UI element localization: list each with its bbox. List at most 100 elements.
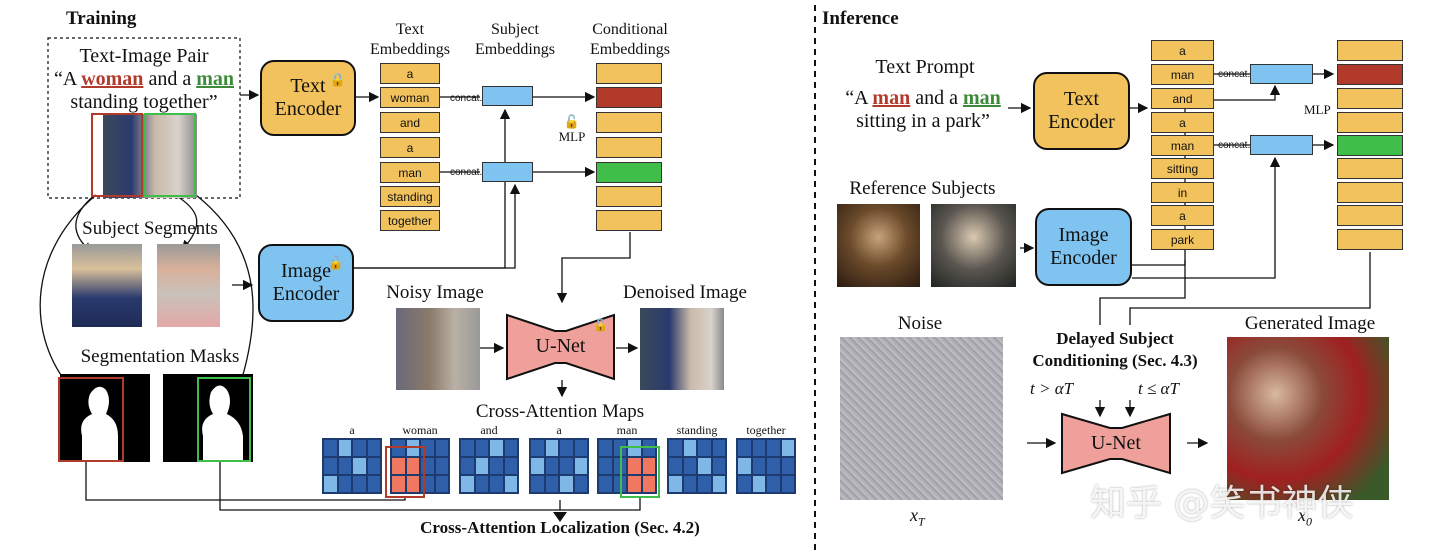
condition-left: t > αT	[1030, 379, 1074, 398]
token: man	[380, 162, 440, 183]
woman-attn-bbox	[385, 446, 425, 498]
noise-image	[840, 337, 1003, 500]
reference-subjects-label: Reference Subjects	[849, 178, 996, 199]
unlock-icon: 🔓	[327, 255, 344, 270]
prompt-line1: “A man and a man	[845, 87, 1001, 109]
token: together	[380, 210, 440, 231]
unet-block: U-Net 🔓	[505, 313, 616, 381]
training-photo	[103, 114, 197, 198]
conditional-embedding-man1	[1337, 64, 1403, 85]
attn-word: woman	[402, 423, 438, 437]
token: and	[380, 112, 440, 133]
conditional-embedding	[1337, 88, 1403, 109]
woman-mask	[60, 374, 150, 462]
conditional-embedding	[596, 186, 662, 207]
attention-map	[459, 438, 519, 494]
mlp-label: 🔓MLP	[558, 114, 586, 144]
conditional-embedding	[596, 210, 662, 231]
man-bbox	[144, 113, 196, 197]
conditional-embedding-woman	[596, 87, 662, 108]
man-mask	[163, 374, 253, 462]
man-mask-bbox	[197, 377, 251, 462]
woman-bbox	[91, 113, 143, 197]
reference-subject-1	[837, 204, 920, 287]
attn-word: and	[480, 423, 498, 437]
man-attn-bbox	[620, 446, 660, 498]
localization-label: Cross-Attention Localization (Sec. 4.2)	[420, 518, 700, 537]
pair-caption-line1: “A woman and a man	[53, 68, 234, 90]
concat-label: concat.	[1218, 69, 1251, 80]
conditional-embedding	[596, 112, 662, 133]
subject-embedding-man	[482, 162, 533, 182]
subject-embedding-1	[1250, 64, 1313, 84]
concat-label: concat.	[1218, 140, 1251, 151]
attention-map	[667, 438, 727, 494]
attention-map	[322, 438, 382, 494]
conditional-embedding	[1337, 40, 1403, 61]
token: a	[1151, 205, 1214, 226]
condition-right: t ≤ αT	[1138, 379, 1179, 398]
token: a	[1151, 40, 1214, 61]
conditional-embedding-man	[596, 162, 662, 183]
token: man	[1151, 135, 1214, 156]
token: a	[1151, 112, 1214, 133]
conditional-embedding-man2	[1337, 135, 1403, 156]
token: woman	[380, 87, 440, 108]
token: a	[380, 137, 440, 158]
conditional-embedding	[1337, 229, 1403, 250]
concat-label: concat.	[450, 93, 483, 104]
attn-word: standing	[676, 423, 718, 437]
attn-word: a	[556, 423, 562, 437]
text-prompt-label: Text Prompt	[875, 56, 975, 78]
mlp-label: MLP	[1304, 102, 1331, 117]
x0-label: x0	[1298, 505, 1312, 529]
token: park	[1151, 229, 1214, 250]
attention-map	[529, 438, 589, 494]
token: and	[1151, 88, 1214, 109]
woman-mask-bbox	[58, 377, 124, 462]
subject-segments-label: Subject Segments	[82, 218, 218, 239]
subject-embedding-woman	[482, 86, 533, 106]
cross-attention-maps-label: Cross-Attention Maps	[475, 401, 645, 422]
conditional-embedding	[1337, 112, 1403, 133]
prompt-line2: sitting in a park”	[856, 110, 990, 132]
noise-label: Noise	[897, 313, 943, 334]
conditional-embedding	[1337, 158, 1403, 179]
token: in	[1151, 182, 1214, 203]
training-title: Training	[66, 8, 137, 29]
generated-image	[1227, 337, 1389, 500]
conditional-embedding	[596, 63, 662, 84]
x-t-label: xT	[910, 505, 925, 529]
man-segment	[157, 244, 220, 327]
woman-segment	[72, 244, 142, 327]
attention-map	[736, 438, 796, 494]
unet-block: U-Net	[1060, 412, 1172, 475]
lock-icon: 🔒	[329, 72, 346, 87]
concat-label: concat.	[450, 167, 483, 178]
segmentation-masks-label: Segmentation Masks	[80, 346, 240, 367]
noisy-image-label: Noisy Image	[386, 282, 484, 303]
pair-caption-line2: standing together”	[70, 91, 218, 113]
token: man	[1151, 64, 1214, 85]
token: a	[380, 63, 440, 84]
unlock-icon: 🔓	[563, 114, 581, 129]
unlock-icon: 🔓	[593, 318, 608, 332]
conditional-embedding	[596, 137, 662, 158]
token: standing	[380, 186, 440, 207]
generated-image-label: Generated Image	[1244, 313, 1376, 334]
noisy-image	[396, 308, 480, 390]
pair-title: Text-Image Pair	[79, 45, 209, 67]
denoised-image	[640, 308, 724, 390]
attn-word: together	[746, 423, 786, 437]
token: sitting	[1151, 158, 1214, 179]
attn-word: a	[349, 423, 355, 437]
conditional-embedding	[1337, 205, 1403, 226]
